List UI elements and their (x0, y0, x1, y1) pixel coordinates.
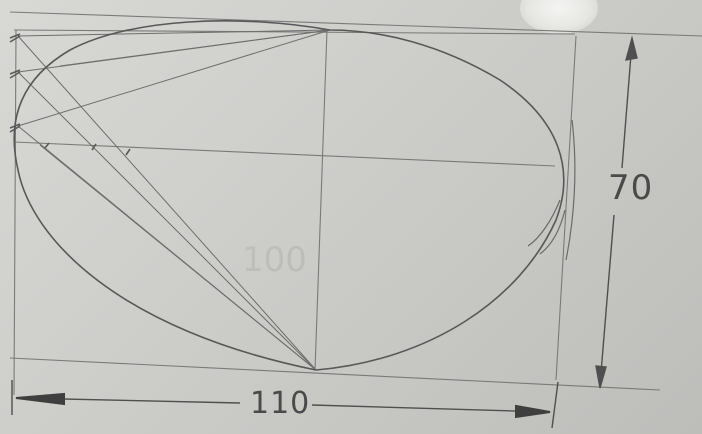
bottom-frame-line (9, 357, 661, 391)
right-frame-line (555, 35, 577, 381)
width-dimension-line (11, 380, 559, 429)
vertical-axis-line (314, 29, 328, 371)
top-frame-line (9, 11, 702, 37)
left-frame-line (13, 29, 17, 396)
top-tangent-line (13, 29, 576, 35)
faint-axis-value: 100 (242, 240, 307, 280)
height-dimension-label: 70 (608, 168, 654, 208)
bottom-radiating-lines (17, 35, 317, 371)
egg-outline (13, 20, 565, 371)
top-radiating-lines (17, 29, 331, 127)
width-dimension-label: 110 (250, 386, 311, 421)
height-dimension-line (595, 35, 638, 389)
right-sketch-strokes (527, 119, 576, 261)
horizontal-axis-line (13, 141, 556, 167)
